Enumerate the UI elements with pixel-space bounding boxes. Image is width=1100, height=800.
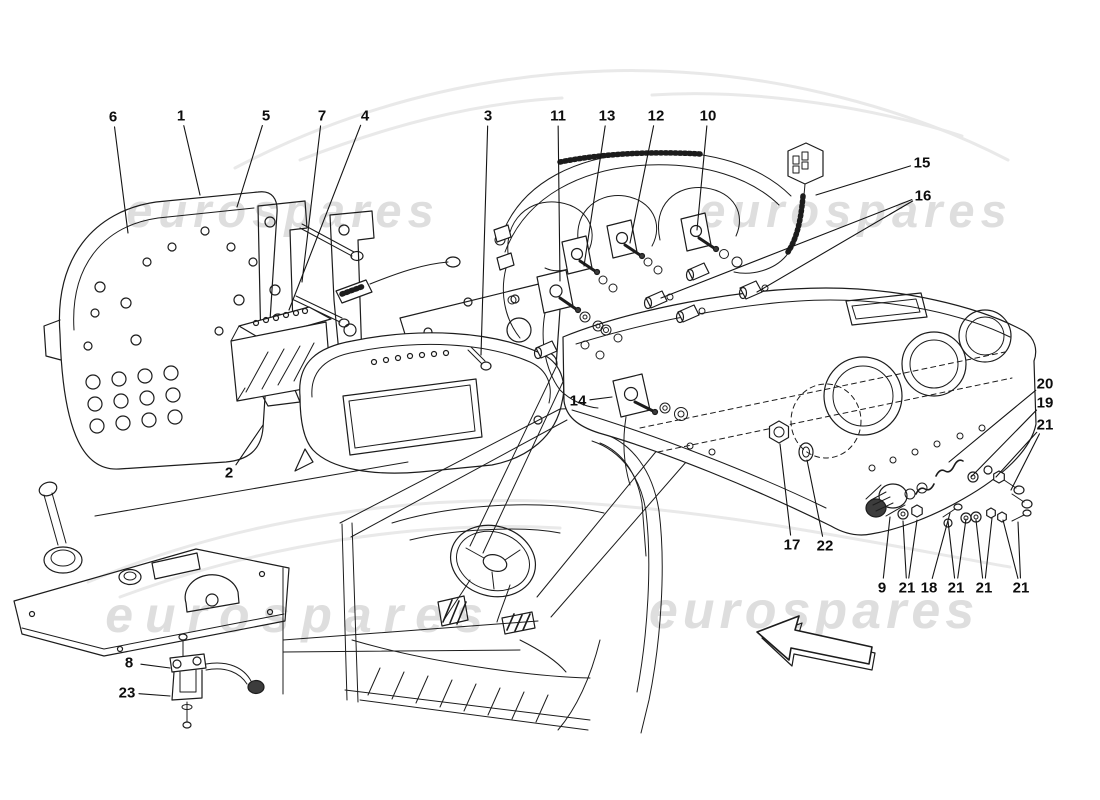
leader-line-21	[957, 518, 967, 579]
leader-line-1	[183, 125, 201, 196]
part-callout-5-2: 5	[261, 107, 271, 125]
switch-14	[612, 373, 688, 486]
part-callout-19-13: 19	[1036, 394, 1054, 412]
part-callout-3-5: 3	[483, 107, 493, 125]
part-callout-6-0: 6	[108, 108, 118, 126]
leader-line-3	[480, 125, 489, 356]
leader-line-17	[779, 443, 792, 536]
leader-line-2	[235, 424, 264, 466]
part-callout-21-23: 21	[975, 579, 993, 597]
watermark-text-0: eurospares	[126, 184, 439, 237]
leader-line-21	[984, 517, 993, 579]
part-callout-21-20: 21	[898, 579, 916, 597]
connector-15	[733, 142, 824, 274]
part-callout-4-4: 4	[360, 107, 370, 125]
part-callout-22-18: 22	[816, 537, 834, 555]
part-callout-1-1: 1	[176, 107, 186, 125]
leader-line-4	[288, 124, 362, 311]
part-callout-14-16: 14	[569, 392, 587, 410]
leader-line-19	[970, 409, 1038, 478]
leader-line-21	[1002, 519, 1019, 579]
leader-line-6	[113, 126, 129, 234]
part-callout-10-9: 10	[699, 107, 717, 125]
watermark-text-3: eurospares	[649, 582, 979, 640]
leader-line-21	[902, 520, 907, 579]
bezel-screw	[467, 346, 492, 371]
front-bezel	[294, 332, 565, 474]
leader-line-20	[948, 389, 1037, 463]
leader-line-16	[756, 200, 914, 293]
part-callout-11-6: 11	[550, 107, 566, 125]
part-callout-7-3: 7	[317, 107, 327, 125]
part-callout-15-10: 15	[913, 154, 931, 172]
part-callout-8-25: 8	[124, 654, 134, 672]
cluster-rear-housing	[43, 191, 278, 470]
part-callout-21-24: 21	[1012, 579, 1030, 597]
knob-9	[865, 483, 908, 518]
fasteners-group	[768, 420, 1033, 528]
switch-11	[536, 269, 604, 332]
leader-line-7	[301, 125, 322, 283]
leader-line-15	[815, 165, 912, 196]
nut-17	[768, 420, 790, 444]
switch-12	[606, 219, 663, 275]
leader-line-21	[995, 431, 1038, 478]
direction-arrow	[756, 615, 876, 671]
leader-line-18	[931, 512, 951, 579]
leader-line-10	[696, 125, 708, 231]
display-cable	[335, 256, 461, 304]
cluster-bracket-right	[329, 210, 375, 365]
cluster-exploded-group	[43, 191, 565, 474]
switch-10	[680, 212, 743, 268]
part-callout-9-19: 9	[877, 579, 887, 597]
leader-line-22	[806, 459, 824, 537]
leader-line-21	[908, 519, 918, 579]
leader-line-21	[1017, 521, 1022, 579]
leader-line-12	[629, 125, 655, 244]
washer-22	[798, 442, 814, 462]
ignition-key	[38, 481, 67, 546]
leader-line-5	[236, 124, 263, 208]
leader-line-16	[660, 199, 913, 299]
part-callout-20-12: 20	[1036, 375, 1054, 393]
switch-13	[561, 235, 618, 293]
car-silhouette-swoosh-top	[233, 69, 1010, 170]
part-callout-17-17: 17	[783, 536, 801, 554]
leader-line-13	[583, 125, 606, 267]
watermark-layer: eurospares eurospares eurospares eurospares	[105, 183, 1012, 643]
part-callout-18-21: 18	[920, 579, 938, 597]
part-callout-2-15: 2	[224, 464, 234, 482]
leader-line-14	[589, 396, 613, 401]
leader-line-11	[557, 125, 561, 282]
leader-line-8	[140, 663, 171, 669]
leader-line-21	[947, 520, 956, 579]
part-callout-12-8: 12	[647, 107, 665, 125]
watermark-text-1: eurospares	[699, 184, 1012, 237]
bulb-sockets	[533, 262, 769, 360]
part-callout-13-7: 13	[598, 107, 616, 125]
leader-line-9	[882, 516, 891, 579]
leader-lines	[113, 124, 1040, 697]
part-callout-21-14: 21	[1036, 416, 1054, 434]
leader-line-23	[138, 693, 171, 697]
ignition-panel-group	[13, 481, 290, 657]
harness-group	[493, 142, 824, 486]
part-callout-21-22: 21	[947, 579, 965, 597]
part-callout-16-11: 16	[914, 187, 932, 205]
sensor-clamp-group	[169, 633, 265, 729]
part-callout-23-26: 23	[118, 684, 136, 702]
watermark-text-2: eurospares	[105, 587, 495, 643]
leader-line-21	[1010, 433, 1040, 491]
leader-line-21	[975, 519, 984, 579]
